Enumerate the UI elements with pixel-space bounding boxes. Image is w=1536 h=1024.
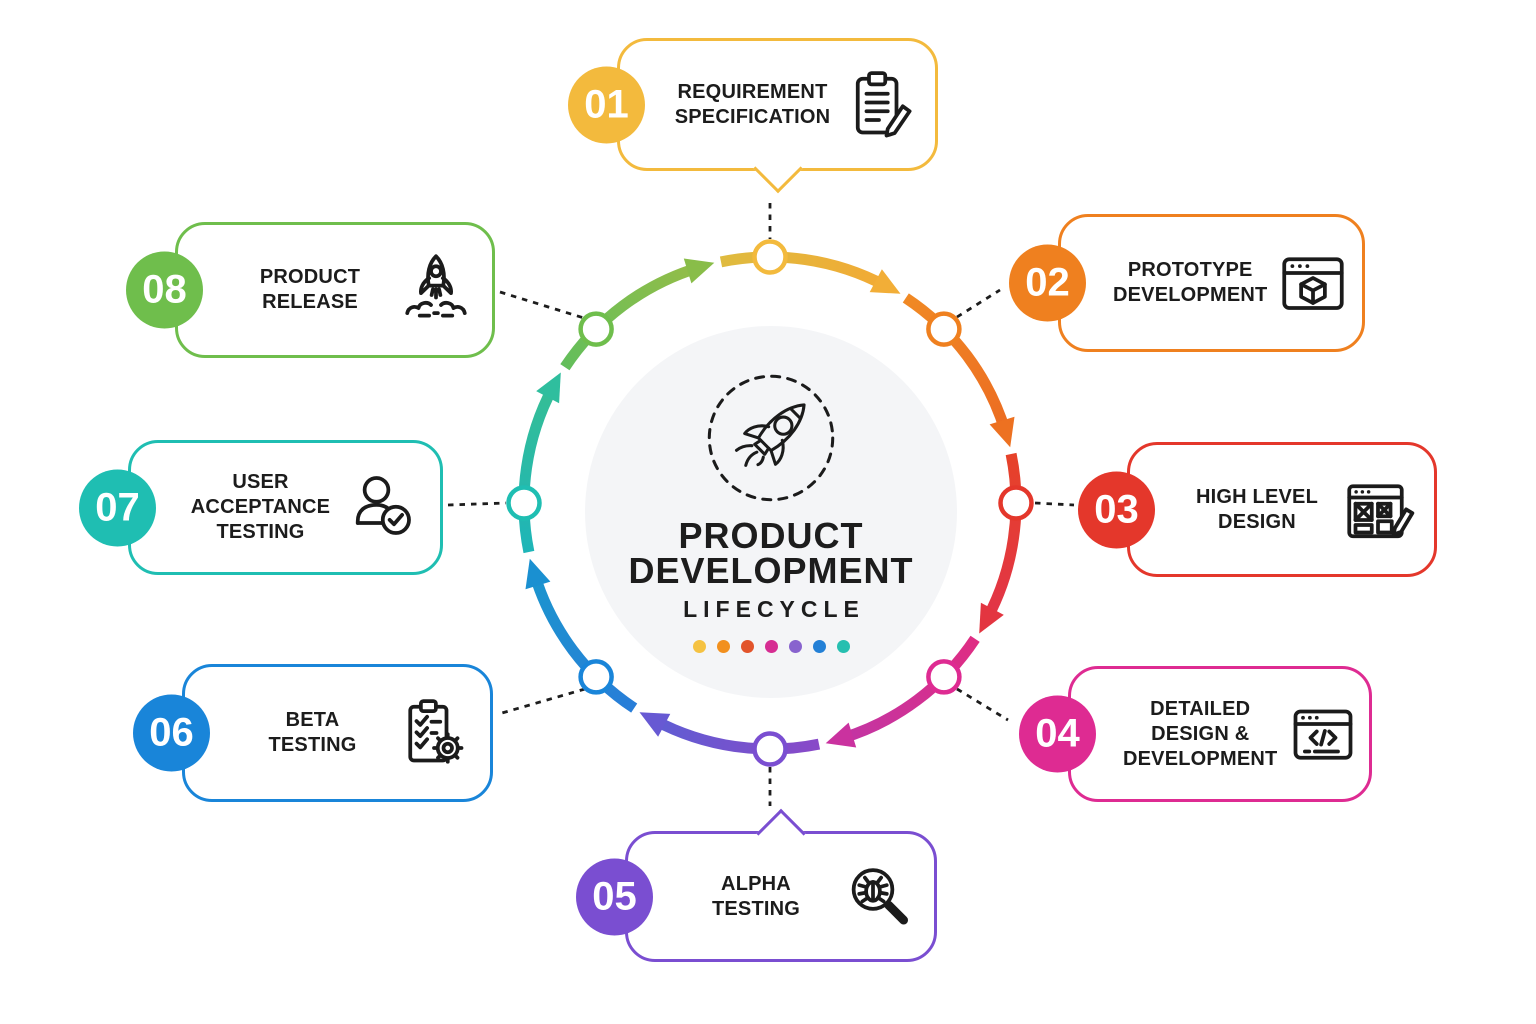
stage-label-line: TESTING xyxy=(216,521,305,543)
ring-arrowhead xyxy=(989,416,1015,448)
lifecycle-dot xyxy=(788,640,802,653)
ring-arrowhead xyxy=(683,258,715,284)
connector-line xyxy=(956,687,1009,722)
stage-label-line: BETA xyxy=(285,709,340,731)
ring-node xyxy=(578,311,614,347)
stage-card-06: 06 BETA TESTING xyxy=(133,664,493,802)
stage-label-line: SPECIFICATION xyxy=(674,105,831,128)
stage-number-badge: 07 xyxy=(79,469,156,546)
lifecycle-dot xyxy=(764,640,778,653)
stage-label: BETA TESTING xyxy=(231,708,394,758)
lifecycle-dot xyxy=(836,640,850,653)
stage-label-line: REQUIREMENT xyxy=(677,80,828,103)
stage-label-line: DETAILED xyxy=(1150,697,1251,720)
dashed-circle xyxy=(707,374,835,502)
center-title: PRODUCT DEVELOPMENT LIFECYCLE xyxy=(628,518,913,623)
window-cube-icon xyxy=(1273,243,1353,323)
stage-number-badge: 02 xyxy=(1009,244,1086,322)
stage-number-badge: 04 xyxy=(1019,695,1096,773)
title-line-1: PRODUCT xyxy=(678,515,864,556)
stage-number-badge: 03 xyxy=(1078,471,1155,548)
stage-label-line: TESTING xyxy=(711,897,801,920)
stage-number-badge: 05 xyxy=(576,858,653,935)
ring-arc-segment xyxy=(529,573,638,713)
stage-label: PROTOTYPE DEVELOPMENT xyxy=(1107,258,1273,308)
wireframe-pencil-icon xyxy=(1338,470,1418,550)
ring-node xyxy=(506,485,542,521)
rocket-icon xyxy=(707,374,835,502)
stage-label-line: PROTOTYPE xyxy=(1127,259,1253,281)
ring-node xyxy=(578,659,614,695)
stage-label-line: DEVELOPMENT xyxy=(1123,747,1278,770)
stage-label-line: ALPHA xyxy=(721,872,791,895)
color-dots xyxy=(692,640,850,653)
stage-label: USER ACCEPTANCE TESTING xyxy=(177,470,344,545)
center-hub: PRODUCT DEVELOPMENT LIFECYCLE xyxy=(541,352,1001,653)
stage-number-badge: 06 xyxy=(133,694,210,772)
connector-line xyxy=(956,288,1001,319)
stage-label-line: DESIGN & xyxy=(1151,722,1250,745)
connector-line xyxy=(1034,501,1075,507)
stage-label: PRODUCT RELEASE xyxy=(224,265,396,315)
clipboard-pencil-icon xyxy=(839,65,919,145)
stage-card-02: 02 PROTOTYPE DEVELOPMENT xyxy=(1009,214,1365,352)
lifecycle-dot xyxy=(716,640,730,653)
center-hub-circle xyxy=(585,326,957,698)
bug-magnifier-icon xyxy=(838,857,918,937)
ring-arrowhead xyxy=(825,722,857,748)
stage-label-line: TESTING xyxy=(268,734,357,756)
ring-node xyxy=(752,731,788,767)
stage-label-line: RELEASE xyxy=(262,291,358,313)
ring-node xyxy=(926,659,962,695)
center-subtitle: LIFECYCLE xyxy=(683,596,865,622)
rocket-launch-icon xyxy=(396,250,476,330)
ring-arrowhead xyxy=(536,372,561,404)
ring-arc-segment xyxy=(651,715,821,755)
ring-arc-segment xyxy=(840,635,980,744)
stage-label-line: USER xyxy=(232,471,289,493)
ring-arrowhead xyxy=(979,602,1004,634)
stage-card-07: 07 USER ACCEPTANCE TESTING xyxy=(79,440,443,575)
stage-label-line: PRODUCT xyxy=(259,266,361,288)
ring-arrowhead xyxy=(639,712,671,737)
lifecycle-dot xyxy=(692,640,706,653)
stage-label-line: ACCEPTANCE xyxy=(190,496,331,518)
code-window-icon xyxy=(1283,694,1363,774)
ring-node xyxy=(926,311,962,347)
ring-node xyxy=(998,485,1034,521)
lifecycle-dot xyxy=(812,640,826,653)
stage-number-badge: 01 xyxy=(568,66,645,143)
ring-arc-segment xyxy=(560,262,700,371)
checklist-gear-icon xyxy=(394,693,474,773)
connector-line xyxy=(499,290,585,320)
connector-line xyxy=(501,687,586,715)
ring-arc-segment xyxy=(982,452,1022,622)
ring-arc-segment xyxy=(902,293,1011,433)
ring-node xyxy=(752,239,788,275)
connector-line xyxy=(447,501,507,507)
ring-arrowhead xyxy=(869,269,901,294)
user-check-icon xyxy=(344,468,424,548)
stage-label-line: DEVELOPMENT xyxy=(1113,284,1268,306)
stage-number-badge: 08 xyxy=(126,251,203,329)
stage-label-line: DESIGN xyxy=(1218,510,1296,533)
stage-label-line: HIGH LEVEL xyxy=(1195,485,1318,508)
ring-arc-segment xyxy=(518,384,558,554)
ring-arc-segment xyxy=(719,251,889,291)
lifecycle-dot xyxy=(740,640,754,653)
title-line-2: DEVELOPMENT xyxy=(628,550,914,591)
ring-arrowhead xyxy=(525,558,551,590)
stage-card-08: 08 PRODUCT RELEASE xyxy=(126,222,495,358)
